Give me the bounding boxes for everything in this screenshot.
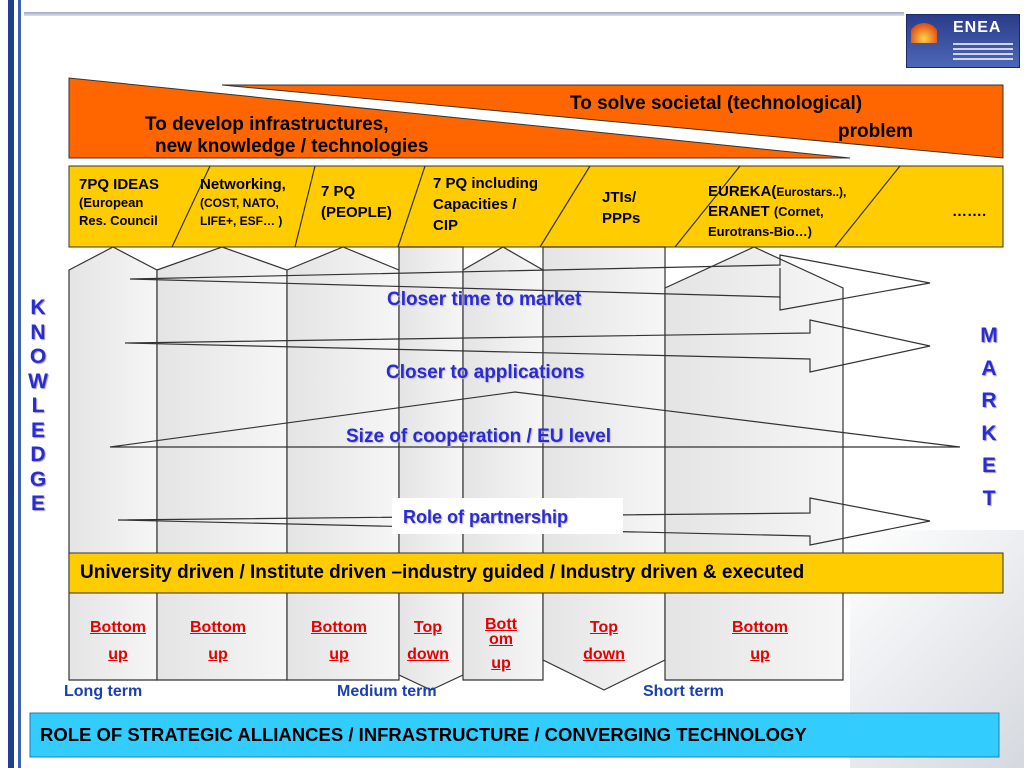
approach-7-l2: up bbox=[750, 646, 770, 663]
approach-5-l3: up bbox=[491, 655, 511, 672]
market-letter-1: M bbox=[980, 324, 998, 347]
dimension-arrows bbox=[109, 254, 961, 546]
label-partnership: Role of partnership bbox=[403, 507, 569, 527]
band-right-text-2: problem bbox=[838, 121, 913, 142]
approach-2: Bottom up bbox=[169, 614, 267, 668]
logo-flame-icon bbox=[911, 21, 937, 43]
program-networking-line1: Networking, bbox=[200, 176, 286, 193]
driven-bar-text: University driven / Institute driven –in… bbox=[80, 562, 805, 583]
knowledge-letter-8: G bbox=[29, 467, 47, 491]
approach-3-l2: up bbox=[329, 646, 349, 663]
program-capacities: 7 PQ including Capacities / CIP bbox=[433, 175, 538, 235]
program-eureka-line1b: Eurostars..), bbox=[776, 185, 847, 199]
market-letter-2: A bbox=[981, 356, 997, 380]
knowledge-letter-2: N bbox=[30, 320, 46, 344]
approach-3: Bottom up bbox=[290, 614, 388, 668]
program-people-line1: 7 PQ bbox=[321, 183, 356, 200]
label-closer-time: Closer time to market bbox=[387, 289, 582, 310]
knowledge-letter-1: K bbox=[30, 296, 46, 319]
program-eureka: EUREKA(Eurostars..), ERANET (Cornet, Eur… bbox=[708, 183, 846, 241]
term-medium: Medium term bbox=[337, 683, 437, 700]
market-letter-5: E bbox=[981, 454, 996, 477]
program-ideas-line2: (European bbox=[79, 195, 144, 210]
approach-4-l1: Top bbox=[413, 619, 443, 636]
term-long: Long term bbox=[64, 683, 143, 700]
market-label: M A R K E T bbox=[977, 320, 1001, 515]
label-cooperation: Size of cooperation / EU level bbox=[346, 426, 612, 447]
program-eureka-line3: Eurotrans-Bio…) bbox=[708, 224, 812, 239]
approach-2-l2: up bbox=[208, 646, 228, 663]
knowledge-letter-4: W bbox=[28, 369, 48, 393]
logo-title: ENEA bbox=[953, 19, 1002, 36]
orange-wedge-right bbox=[221, 84, 1004, 159]
arrow-cooperation bbox=[109, 391, 961, 448]
market-letter-6: T bbox=[982, 486, 996, 510]
approach-5-l2: om bbox=[489, 631, 513, 648]
band-right-text-1: To solve societal (technological) bbox=[570, 93, 863, 114]
approach-7-l1: Bottom bbox=[732, 619, 788, 636]
knowledge-letter-6: E bbox=[30, 418, 45, 442]
logo-fine-print bbox=[953, 43, 1013, 45]
program-capacities-line2: Capacities / bbox=[433, 196, 517, 213]
program-jti: JTIs/ PPPs bbox=[602, 189, 640, 228]
left-edge-bar-thin bbox=[18, 0, 21, 768]
approach-1: Bottom up bbox=[69, 614, 167, 668]
knowledge-letter-7: D bbox=[30, 443, 46, 466]
approach-5: Bott om up bbox=[470, 614, 532, 674]
program-people-line2: (PEOPLE) bbox=[321, 204, 392, 221]
program-eureka-line1a: EUREKA( bbox=[708, 183, 777, 200]
program-dividers bbox=[171, 165, 901, 248]
approach-6-l1: Top bbox=[589, 619, 619, 636]
approach-6: Top down bbox=[555, 614, 653, 668]
program-eureka-line1: EUREKA(Eurostars..), bbox=[708, 183, 846, 201]
approach-3-l1: Bottom bbox=[311, 619, 367, 636]
knowledge-label: K N O W L E D G E bbox=[26, 296, 50, 517]
approach-5-l1: Bott bbox=[485, 616, 517, 633]
program-capacities-line3: CIP bbox=[433, 217, 459, 234]
driven-bar-box bbox=[68, 552, 1004, 594]
top-rule bbox=[24, 12, 904, 16]
program-networking-line2: (COST, NATO, bbox=[200, 196, 279, 210]
approach-6-l2: down bbox=[583, 646, 625, 663]
band-left-text-2: new knowledge / technologies bbox=[155, 136, 429, 157]
approach-1-l2: up bbox=[108, 646, 128, 663]
label-closer-applications: Closer to applications bbox=[386, 362, 585, 383]
program-ideas-line3: Res. Council bbox=[79, 213, 158, 228]
program-jti-line2: PPPs bbox=[602, 210, 641, 227]
footer-title: ROLE OF STRATEGIC ALLIANCES / INFRASTRUC… bbox=[40, 724, 807, 745]
program-band bbox=[68, 165, 1004, 248]
program-eureka-line2a: ERANET bbox=[708, 203, 774, 220]
knowledge-letter-3: O bbox=[29, 345, 47, 368]
program-eureka-line2b: (Cornet, bbox=[773, 204, 824, 219]
market-letter-3: R bbox=[981, 389, 997, 412]
approach-1-l1: Bottom bbox=[90, 619, 146, 636]
knowledge-letter-9: E bbox=[30, 492, 45, 515]
program-ideas: 7PQ IDEAS (European Res. Council bbox=[79, 176, 159, 230]
left-edge-bar bbox=[8, 0, 14, 768]
approach-4: Top down bbox=[399, 614, 457, 668]
partnership-label-box bbox=[392, 498, 623, 534]
enea-logo: ENEA bbox=[906, 14, 1020, 68]
program-ideas-line1: 7PQ IDEAS bbox=[79, 176, 160, 193]
market-letter-4: K bbox=[981, 421, 997, 445]
approach-7: Bottom up bbox=[711, 614, 809, 668]
approach-2-l1: Bottom bbox=[190, 619, 246, 636]
program-jti-line1: JTIs/ bbox=[602, 189, 637, 206]
orange-wedge-left bbox=[68, 77, 851, 159]
arrow-applications bbox=[124, 319, 931, 373]
program-networking: Networking, (COST, NATO, LIFE+, ESF… ) bbox=[200, 176, 286, 230]
program-networking-line3: LIFE+, ESF… ) bbox=[200, 214, 283, 228]
footer-bar-box bbox=[29, 712, 1000, 758]
program-more: ……. bbox=[952, 203, 987, 220]
approach-4-l2: down bbox=[407, 646, 449, 663]
program-eureka-line2: ERANET (Cornet, bbox=[708, 203, 846, 221]
program-capacities-line1: 7 PQ including bbox=[433, 175, 539, 192]
term-short: Short term bbox=[643, 683, 724, 700]
arrow-partnership bbox=[117, 497, 931, 546]
knowledge-letter-5: L bbox=[31, 394, 45, 417]
program-people: 7 PQ (PEOPLE) bbox=[321, 183, 392, 222]
band-left-text-1: To develop infrastructures, bbox=[145, 114, 389, 135]
